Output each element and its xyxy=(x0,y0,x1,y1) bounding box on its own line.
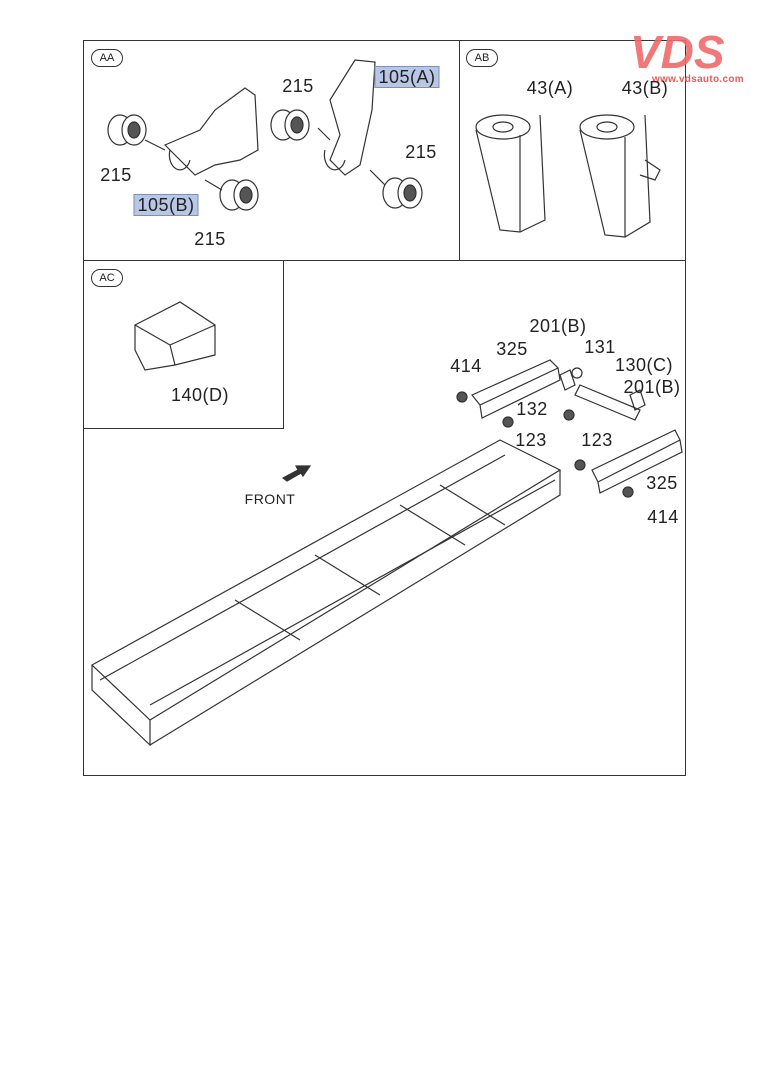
part-label-43b: 43(B) xyxy=(621,78,669,98)
bushing-215-a xyxy=(107,114,147,146)
bracket-105b xyxy=(163,87,259,176)
bushing-215-d xyxy=(382,177,423,209)
part-label-140d: 140(D) xyxy=(170,385,230,405)
rail-325-lower xyxy=(591,429,683,494)
part-label-43a: 43(A) xyxy=(526,78,574,98)
part-label-201b: 201(B) xyxy=(623,377,681,397)
bracket-105a xyxy=(323,59,376,176)
part-label-414: 414 xyxy=(450,356,482,376)
part-label-201b: 201(B) xyxy=(529,316,587,336)
bushing-215-c xyxy=(270,109,310,141)
chassis-frame xyxy=(90,439,562,747)
part-label-215: 215 xyxy=(405,142,437,162)
panel-badge-ac: AC xyxy=(91,269,123,287)
panel-badge-aa: AA xyxy=(91,49,123,67)
part-label-414: 414 xyxy=(647,507,679,527)
part-callout-105b[interactable]: 105(B) xyxy=(133,194,199,216)
svg-text:VDS: VDS xyxy=(630,30,725,78)
vds-logo: VDS xyxy=(630,30,725,78)
part-label-325: 325 xyxy=(646,473,678,493)
part-label-131: 131 xyxy=(584,337,616,357)
part-label-325: 325 xyxy=(496,339,528,359)
part-label-215: 215 xyxy=(282,76,314,96)
part-label-132: 132 xyxy=(516,399,548,419)
part-callout-105a[interactable]: 105(A) xyxy=(374,66,440,88)
bushing-215-b xyxy=(219,179,259,211)
panel-badge-ab: AB xyxy=(466,49,498,67)
part-label-215: 215 xyxy=(194,229,226,249)
panel-ab xyxy=(459,40,686,261)
watermark-url: www.vdsauto.com xyxy=(652,74,744,85)
rail-325-upper xyxy=(471,359,561,419)
part-label-123: 123 xyxy=(515,430,547,450)
part-label-130c: 130(C) xyxy=(614,355,674,375)
post-43b xyxy=(579,114,661,238)
bar-130c xyxy=(574,384,641,421)
front-direction-label: FRONT xyxy=(244,491,296,507)
post-43a xyxy=(475,114,546,233)
front-arrow-icon xyxy=(281,465,312,482)
bracket-140d xyxy=(134,301,216,371)
panel-ac xyxy=(83,260,284,429)
part-label-123: 123 xyxy=(581,430,613,450)
part-label-215: 215 xyxy=(100,165,132,185)
